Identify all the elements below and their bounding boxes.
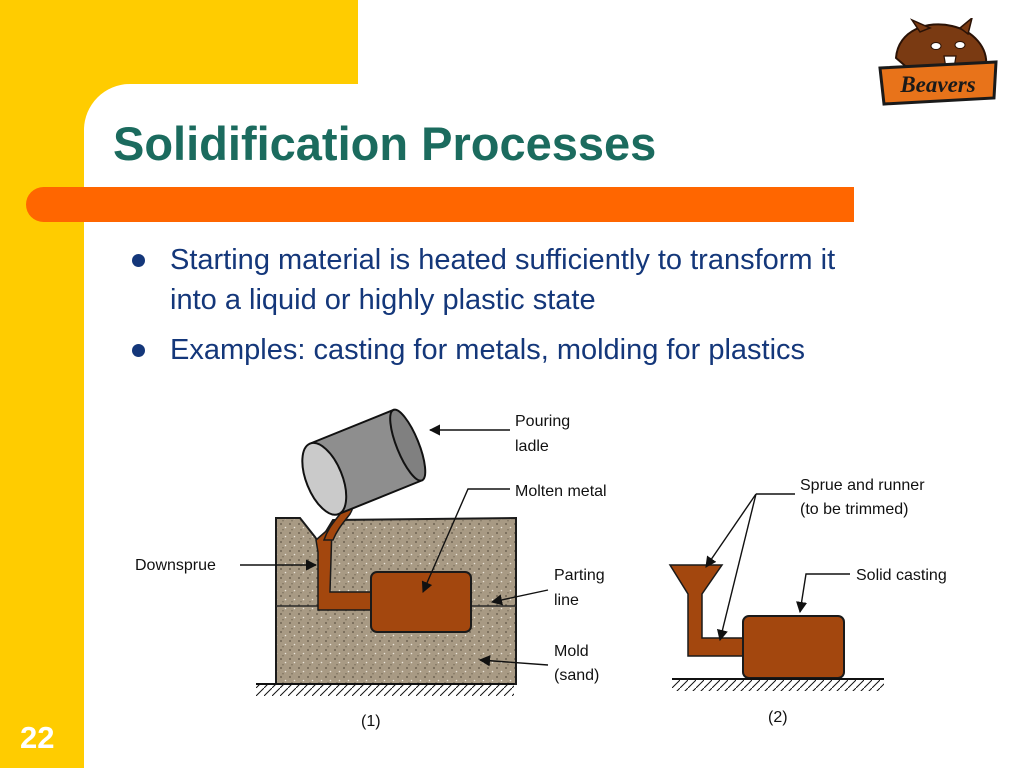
ground-hatch-2	[672, 679, 884, 691]
bullet-item: Examples: casting for metals, molding fo…	[128, 330, 988, 370]
label-pouring-ladle-1: Pouring	[515, 413, 570, 430]
solid-casting-block	[742, 615, 845, 679]
label-sprue-runner-1: Sprue and runner	[800, 477, 925, 494]
solid-casting-part	[668, 564, 884, 691]
figure-1-leaders	[240, 424, 549, 667]
mold-cavity-metal	[370, 571, 472, 633]
bullet-text-line: Starting material is heated sufficiently…	[170, 244, 836, 276]
label-molten-metal: Molten metal	[515, 483, 607, 500]
label-mold-1: Mold	[554, 643, 589, 660]
label-pouring-ladle-2: ladle	[515, 438, 549, 455]
label-parting-line-2: line	[554, 592, 579, 609]
pouring-ladle	[301, 408, 427, 516]
label-solid-casting: Solid casting	[856, 567, 947, 584]
caption-figure-1: (1)	[361, 713, 381, 730]
bullet-item: Starting material is heated sufficiently…	[128, 240, 988, 320]
ground-hatch	[256, 684, 514, 696]
logo-text: Beavers	[899, 72, 975, 97]
bullet-text-line: Examples: casting for metals, molding fo…	[170, 334, 806, 366]
title-underline-bar	[26, 187, 854, 222]
bullet-text-line: into a liquid or highly plastic state	[170, 284, 596, 316]
slide-title: Solidification Processes	[113, 117, 657, 170]
mold-assembly	[256, 485, 517, 696]
figure-2-leaders	[705, 493, 850, 642]
bullet-dot-icon	[132, 344, 145, 357]
beavers-logo: Beavers	[878, 18, 998, 106]
label-mold-2: (sand)	[554, 667, 599, 684]
caption-figure-2: (2)	[768, 709, 788, 726]
page-number: 22	[20, 720, 55, 755]
label-downsprue: Downsprue	[135, 557, 216, 574]
sprue-and-runner	[668, 564, 751, 657]
label-sprue-runner-2: (to be trimmed)	[800, 501, 908, 518]
bullet-dot-icon	[132, 254, 145, 267]
label-parting-line-1: Parting	[554, 567, 605, 584]
bullet-list: Starting material is heated sufficiently…	[128, 240, 988, 380]
